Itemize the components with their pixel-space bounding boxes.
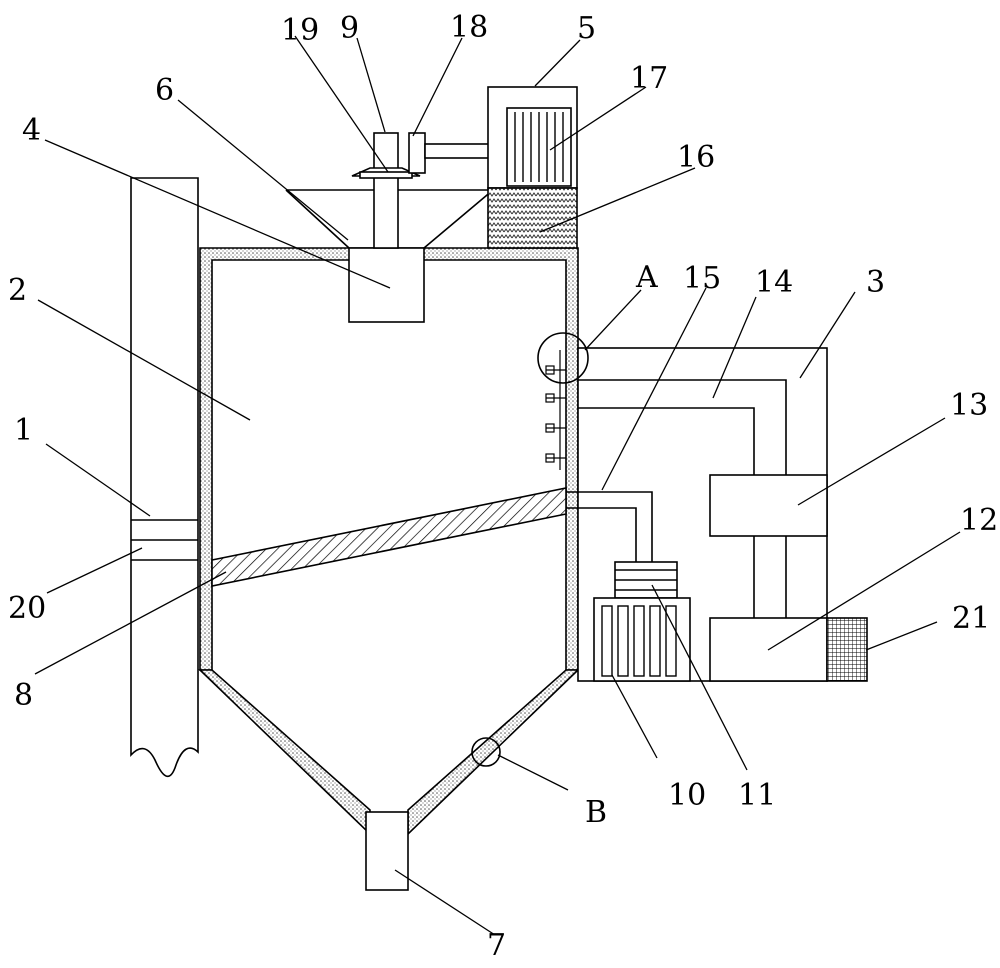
label-12: 12 — [960, 503, 998, 538]
label-5: 5 — [577, 11, 596, 46]
label-6: 6 — [155, 73, 174, 108]
label-19: 19 — [281, 13, 319, 48]
label-16: 16 — [677, 140, 715, 175]
label-20: 20 — [8, 591, 46, 626]
label-14: 14 — [755, 265, 793, 300]
label-21: 21 — [952, 601, 990, 636]
label-7: 7 — [487, 928, 506, 963]
motor-housing — [488, 87, 577, 248]
label-a: A — [635, 260, 658, 295]
label-9: 9 — [340, 11, 359, 46]
support-column — [131, 178, 198, 776]
label-13: 13 — [950, 388, 988, 423]
outlet-pipe — [366, 812, 408, 890]
inclined-plate — [212, 488, 566, 586]
label-4: 4 — [22, 113, 41, 148]
label-2: 2 — [8, 273, 27, 308]
label-18: 18 — [450, 10, 488, 45]
label-10: 10 — [668, 778, 706, 813]
label-11: 11 — [738, 778, 776, 813]
label-b: B — [585, 795, 607, 830]
label-3: 3 — [866, 265, 885, 300]
label-17: 17 — [630, 61, 668, 96]
spray-nozzles — [546, 350, 566, 470]
label-15: 15 — [683, 261, 721, 296]
exhaust-mesh — [827, 618, 867, 681]
label-8: 8 — [14, 678, 33, 713]
label-1: 1 — [14, 413, 33, 448]
inlet-box — [349, 248, 424, 322]
